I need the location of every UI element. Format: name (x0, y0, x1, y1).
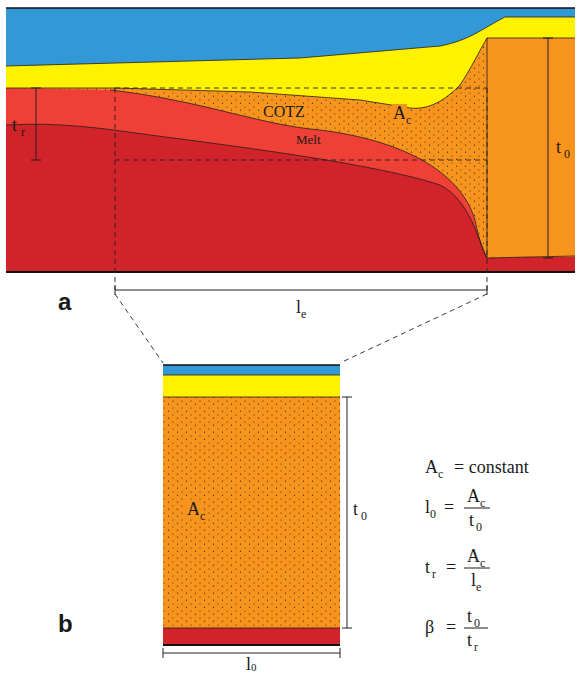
equation-symbol: β (425, 618, 434, 636)
mantle (6, 8, 575, 272)
dimension-subscript: e (301, 308, 306, 320)
equation-symbol: t (467, 607, 472, 625)
equation-symbol: A (467, 487, 480, 505)
equation-sign: = (444, 498, 454, 516)
equation-symbol: A (467, 547, 480, 565)
equation-subscript: r (474, 641, 478, 653)
dimension-subscript: 0 (251, 662, 257, 673)
dimension-symbol: l (296, 298, 301, 316)
sediment-layer (6, 8, 575, 108)
dimension-symbol: t (353, 500, 358, 518)
equation-symbol: t (425, 558, 430, 576)
panel-letter: a (58, 290, 71, 314)
dimension-subscript: 0 (361, 510, 367, 522)
panel-letter: b (58, 612, 73, 636)
equation-subscript: c (480, 497, 485, 509)
equation-text: = constant (454, 458, 529, 476)
equation-symbol: l (471, 571, 476, 589)
melt-layer (6, 8, 575, 258)
equation-subscript: 0 (474, 617, 480, 629)
equation-subscript: e (476, 581, 481, 593)
equation-subscript: r (432, 568, 436, 580)
dimension-subscript: r (21, 126, 25, 138)
equation-subscript: c (438, 468, 443, 480)
layer-name: Melt (296, 133, 321, 146)
equation-subscript: 0 (476, 521, 482, 533)
unthinned-crust (487, 38, 575, 257)
cotz-layer (6, 8, 575, 258)
region-name: COTZ (262, 104, 306, 120)
equation-symbol: t (467, 631, 472, 649)
area-subscript: c (405, 114, 412, 126)
equation-symbol: t (469, 511, 474, 529)
dimension-subscript: 0 (564, 148, 570, 160)
equation-subscript: 0 (430, 508, 436, 520)
equation-symbol: A (425, 458, 438, 476)
water-layer (6, 8, 575, 66)
dimension-symbol: t (12, 116, 17, 134)
equation-sign: = (446, 618, 456, 636)
equation-subscript: c (480, 557, 485, 569)
area-subscript: c (199, 510, 206, 522)
equation-sign: = (446, 558, 456, 576)
dimension-symbol: t (556, 138, 561, 156)
dimension-symbol: l (246, 655, 251, 673)
equation-symbol: l (425, 498, 430, 516)
